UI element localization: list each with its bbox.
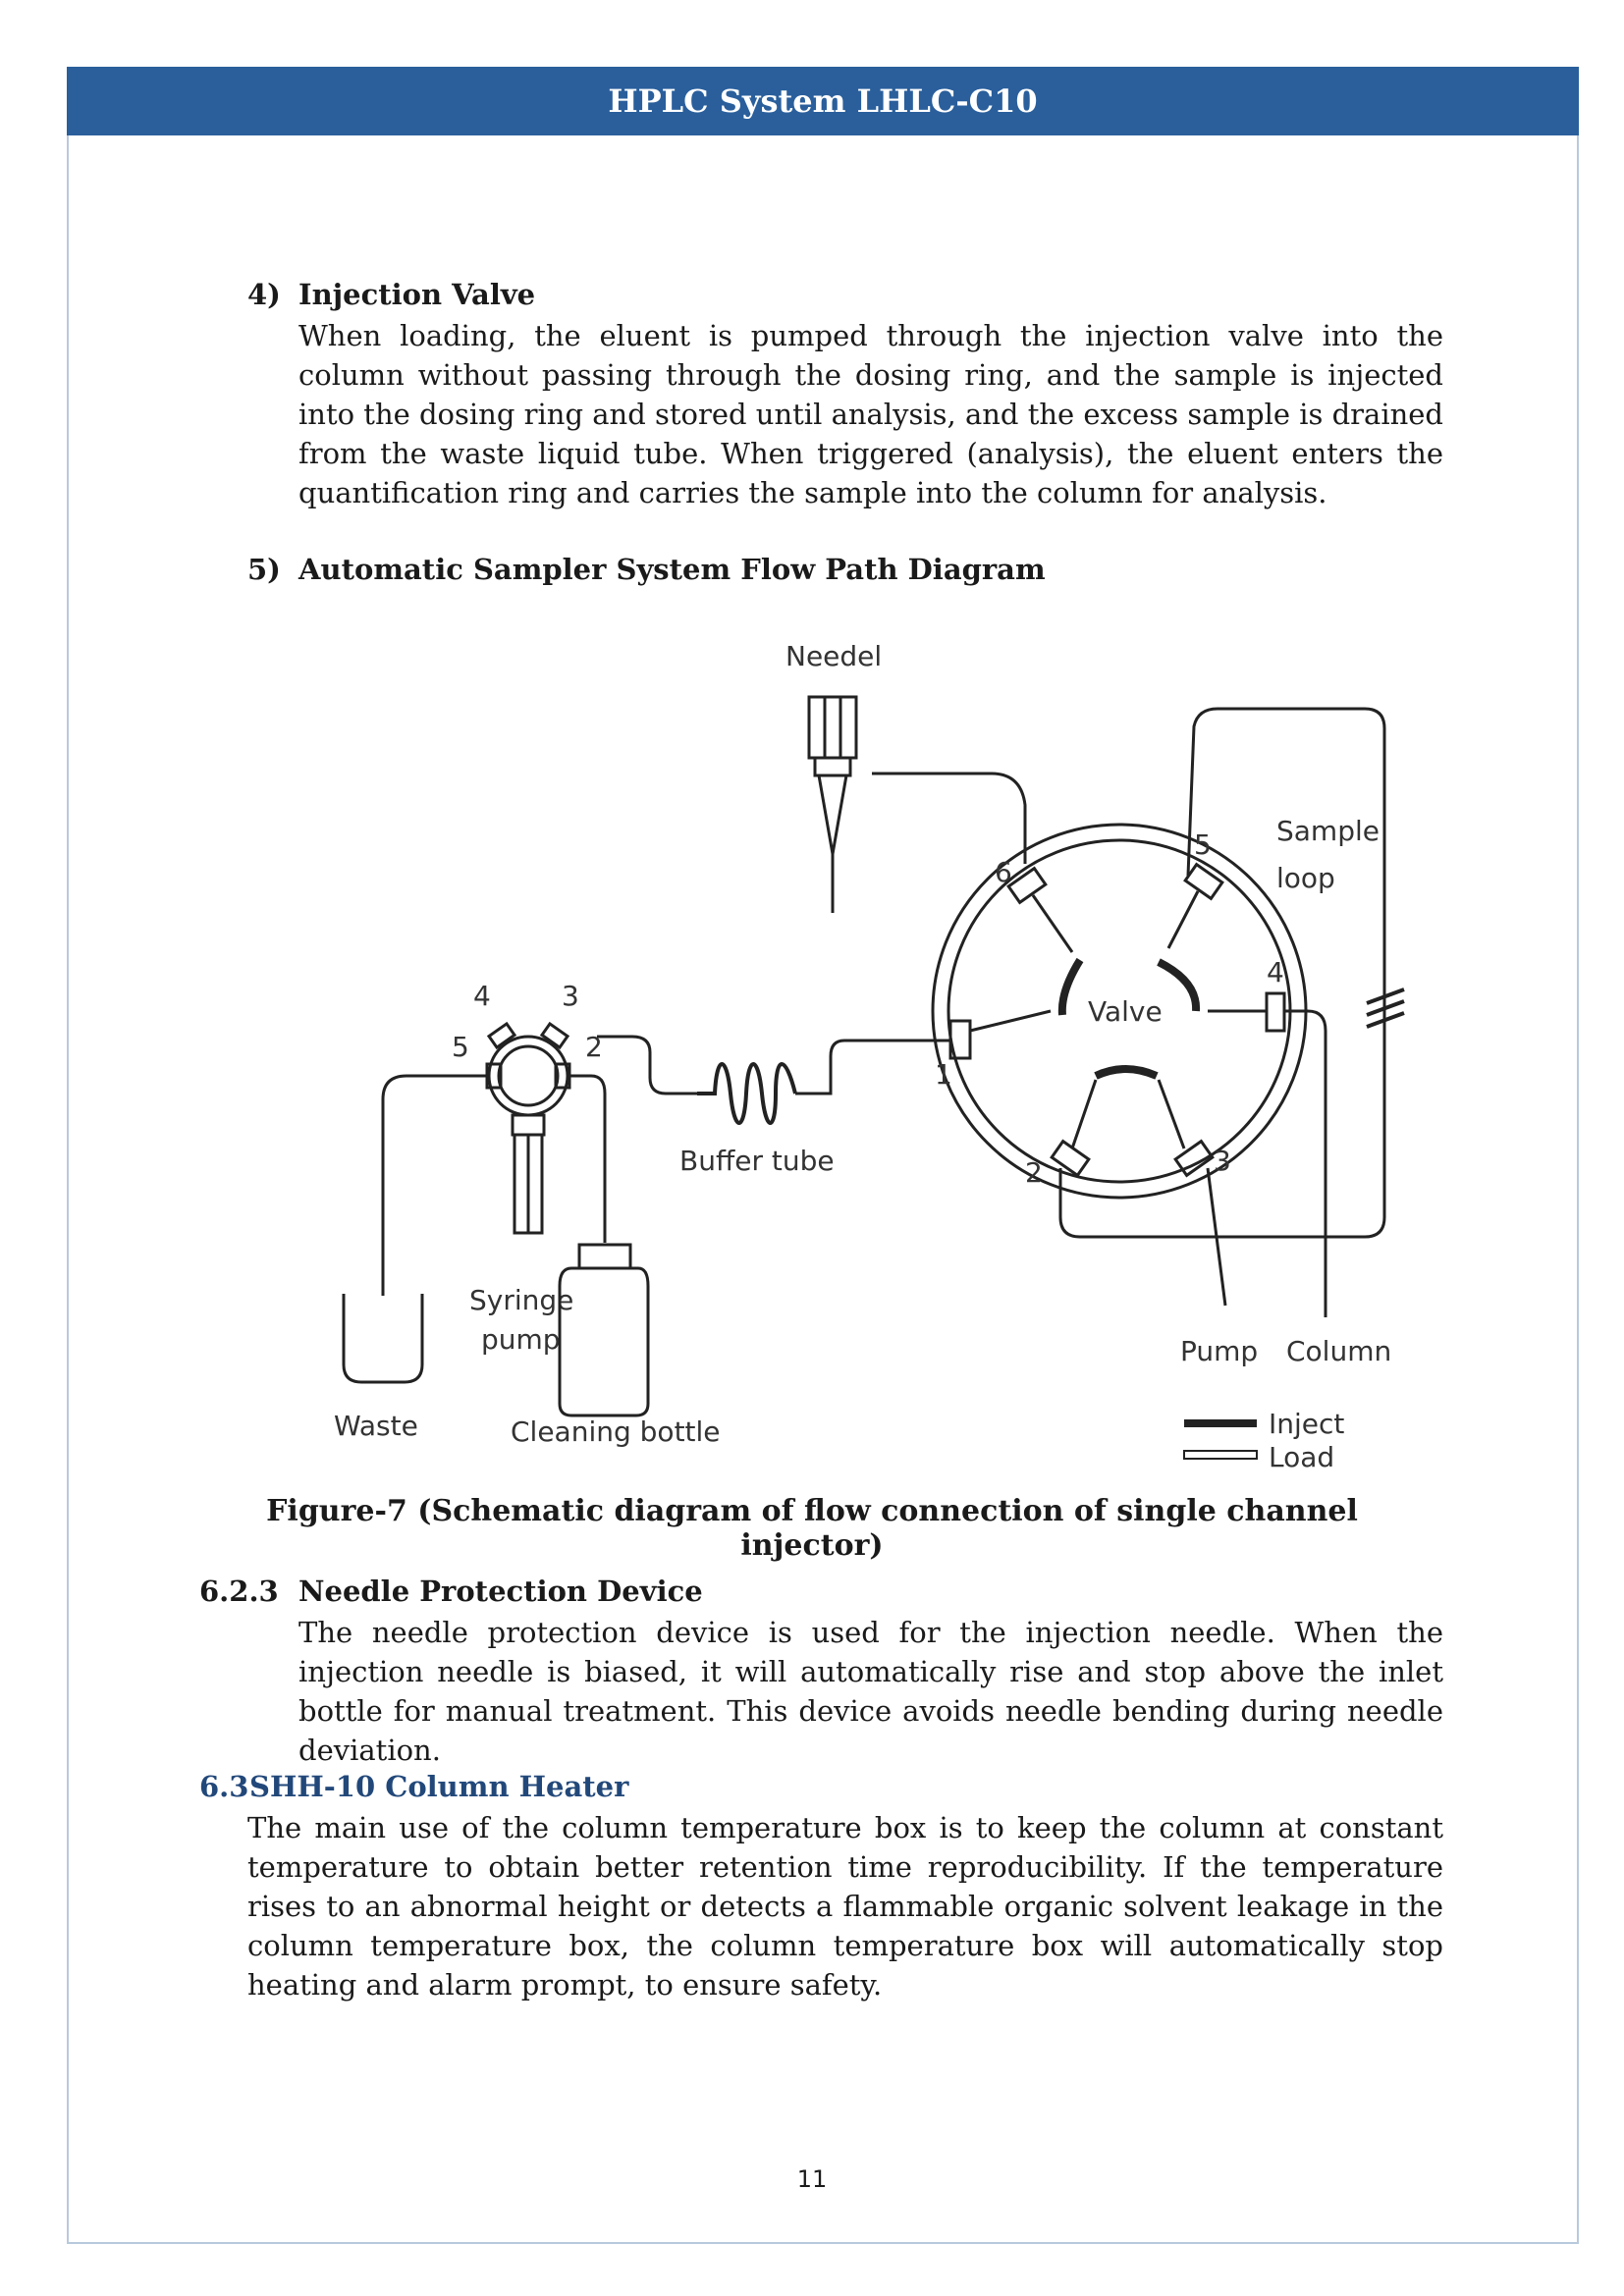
syringe-pump-label: Syringe <box>469 1284 573 1316</box>
section-number: 4) <box>247 278 281 311</box>
section-title: Automatic Sampler System Flow Path Diagr… <box>298 553 1046 586</box>
page-header: HPLC System LHLC-C10 <box>67 67 1579 135</box>
valve-label: Valve <box>1088 995 1163 1028</box>
tube-needle <box>872 772 1027 864</box>
valve-port-label: 6 <box>995 856 1012 888</box>
tube-valve-to-buffer <box>795 1039 950 1095</box>
waste-label: Waste <box>334 1410 418 1442</box>
section-body: The needle protection device is used for… <box>298 1616 1443 1767</box>
tube-column <box>1284 1009 1327 1317</box>
section-number: 6.2.3 <box>199 1575 279 1608</box>
needle-icon <box>807 695 858 913</box>
section-body: The main use of the column temperature b… <box>247 1811 1443 2002</box>
column-label: Column <box>1286 1335 1391 1367</box>
section-body: When loading, the eluent is pumped throu… <box>298 319 1443 509</box>
sample-loop-coil <box>1366 988 1405 1029</box>
header-title: HPLC System LHLC-C10 <box>608 82 1038 120</box>
pump-port-label: 3 <box>562 980 579 1012</box>
section-title: Injection Valve <box>298 278 536 311</box>
pump-port-label: 4 <box>473 980 491 1012</box>
buffer-tube-label: Buffer tube <box>679 1145 835 1177</box>
cleaning-bottle-label: Cleaning bottle <box>511 1415 721 1448</box>
waste-beaker-icon <box>342 1294 424 1384</box>
buffer-tube-coil <box>697 1062 797 1125</box>
figure-caption: Figure-7 (Schematic diagram of flow conn… <box>266 1494 1358 1563</box>
section-title: Needle Protection Device <box>298 1575 703 1608</box>
sample-loop-tube <box>1058 707 1386 1239</box>
valve-port-label: 3 <box>1214 1145 1231 1177</box>
valve-port-label: 5 <box>1194 828 1212 861</box>
valve-port-label: 1 <box>935 1058 952 1091</box>
pump-port-label: 5 <box>452 1031 469 1063</box>
legend-inject-label: Inject <box>1269 1408 1344 1440</box>
flow-diagram: Needel Valve <box>334 618 1414 1482</box>
legend <box>1183 1419 1258 1460</box>
tube-buffer-to-pump <box>597 1035 697 1095</box>
tube-pump <box>1206 1167 1227 1307</box>
valve-port-label: 2 <box>1025 1156 1043 1189</box>
legend-load-label: Load <box>1269 1441 1334 1473</box>
page-number: 11 <box>796 2165 828 2193</box>
tube-waste <box>381 1074 487 1296</box>
syringe-pump-icon <box>485 1021 571 1235</box>
section-number: 6.3 <box>199 1770 249 1803</box>
syringe-pump-label: pump <box>481 1323 561 1356</box>
sample-loop-label: Sample <box>1276 815 1380 847</box>
cleaning-bottle-icon <box>558 1243 650 1417</box>
valve-ports <box>948 862 1286 1178</box>
sample-loop-label: loop <box>1276 862 1335 894</box>
valve-port-label: 4 <box>1267 956 1284 988</box>
section-number: 5) <box>247 553 281 586</box>
needle-label: Needel <box>785 640 882 672</box>
pump-label: Pump <box>1180 1335 1258 1367</box>
tube-cleaning-bottle <box>569 1074 607 1243</box>
pump-port-label: 2 <box>585 1031 603 1063</box>
section-title: SHH-10 Column Heater <box>249 1770 629 1803</box>
